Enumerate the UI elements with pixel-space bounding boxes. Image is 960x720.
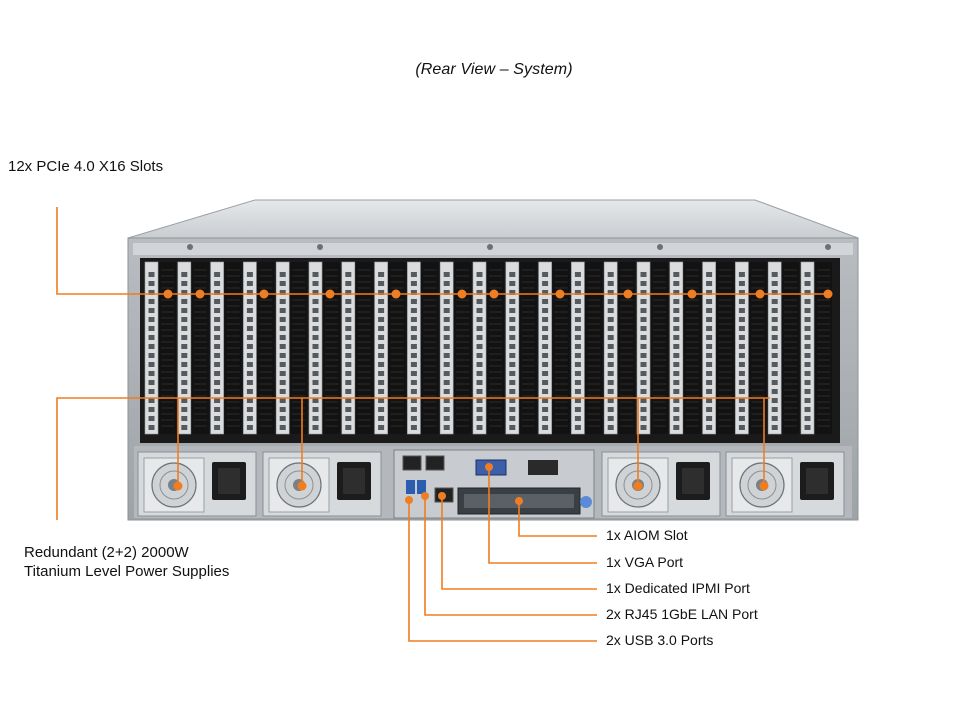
pcie-marker bbox=[163, 289, 173, 299]
pcie-bracket bbox=[735, 261, 767, 435]
lan-port bbox=[402, 455, 422, 471]
psu-label-line1: Redundant (2+2) 2000W bbox=[24, 544, 189, 561]
io-panel bbox=[393, 449, 595, 519]
serial-port bbox=[528, 460, 558, 475]
chassis-top bbox=[127, 199, 859, 239]
pcie-leader-line bbox=[56, 207, 828, 295]
pcie-marker bbox=[325, 289, 335, 299]
pcie-bracket bbox=[407, 261, 439, 435]
chassis-screws bbox=[187, 244, 831, 250]
screw-icon bbox=[317, 244, 323, 250]
screw-icon bbox=[657, 244, 663, 250]
diagram-caption: (Rear View – System) bbox=[415, 61, 573, 78]
pcie-bracket bbox=[341, 261, 373, 435]
callout-vga-port: 1x VGA Port bbox=[606, 554, 684, 570]
screw-icon bbox=[825, 244, 831, 250]
pcie-bracket bbox=[210, 261, 242, 435]
pcie-bracket bbox=[144, 261, 176, 435]
io-leader-line bbox=[408, 500, 597, 642]
io-marker bbox=[421, 492, 429, 500]
power-supply-unit bbox=[137, 451, 257, 517]
pcie-marker bbox=[755, 289, 765, 299]
usb-port bbox=[417, 480, 426, 494]
pcie-bracket bbox=[505, 261, 537, 435]
pcie-marker bbox=[623, 289, 633, 299]
pcie-bracket bbox=[374, 261, 406, 435]
pcie-bracket bbox=[243, 261, 275, 435]
pcie-marker bbox=[489, 289, 499, 299]
io-marker bbox=[515, 497, 523, 505]
power-supply-unit bbox=[725, 451, 845, 517]
pcie-bracket bbox=[472, 261, 504, 435]
pcie-bracket bbox=[308, 261, 340, 435]
pcie-marker bbox=[195, 289, 205, 299]
pcie-bracket bbox=[767, 261, 800, 435]
io-marker bbox=[405, 496, 413, 504]
io-leader-line bbox=[488, 467, 597, 564]
pcie-marker bbox=[823, 289, 833, 299]
pcie-bracket bbox=[636, 261, 668, 435]
io-marker bbox=[485, 463, 493, 471]
pcie-marker bbox=[259, 289, 269, 299]
pcie-bracket bbox=[538, 261, 570, 435]
pcie-bracket bbox=[603, 261, 636, 435]
pcie-slots bbox=[144, 261, 832, 435]
pcie-bracket bbox=[800, 261, 832, 435]
io-leader-line bbox=[518, 501, 597, 537]
pcie-bracket bbox=[571, 261, 603, 435]
io-leader-line bbox=[441, 496, 597, 590]
pcie-slots-label: 12x PCIe 4.0 X16 Slots bbox=[8, 158, 164, 175]
screw-icon bbox=[487, 244, 493, 250]
callout-usb-ports: 2x USB 3.0 Ports bbox=[606, 632, 714, 648]
pcie-bracket bbox=[177, 261, 209, 435]
pcie-bracket bbox=[275, 261, 308, 435]
callout-lan-port: 2x RJ45 1GbE LAN Port bbox=[606, 606, 758, 622]
callout-aiom-slot: 1x AIOM Slot bbox=[606, 527, 688, 543]
screw-icon bbox=[187, 244, 193, 250]
power-supply-unit bbox=[262, 451, 382, 517]
lan-port bbox=[425, 455, 445, 471]
psu-marker bbox=[633, 481, 643, 491]
pcie-marker bbox=[391, 289, 401, 299]
pcie-marker bbox=[687, 289, 697, 299]
callout-ipmi-port: 1x Dedicated IPMI Port bbox=[606, 580, 750, 596]
psu-marker bbox=[297, 481, 307, 491]
psu-leader-line bbox=[56, 397, 770, 520]
pcie-bracket bbox=[669, 261, 701, 435]
psu-marker bbox=[173, 481, 183, 491]
usb-port bbox=[406, 480, 415, 494]
pcie-bracket bbox=[702, 261, 734, 435]
pcie-bracket bbox=[439, 261, 472, 435]
pcie-marker bbox=[555, 289, 565, 299]
io-leader-line bbox=[424, 496, 597, 616]
io-marker bbox=[438, 492, 446, 500]
power-supply-unit bbox=[601, 451, 721, 517]
psu-marker bbox=[759, 481, 769, 491]
pcie-marker bbox=[457, 289, 467, 299]
psu-label-line2: Titanium Level Power Supplies bbox=[24, 563, 230, 580]
